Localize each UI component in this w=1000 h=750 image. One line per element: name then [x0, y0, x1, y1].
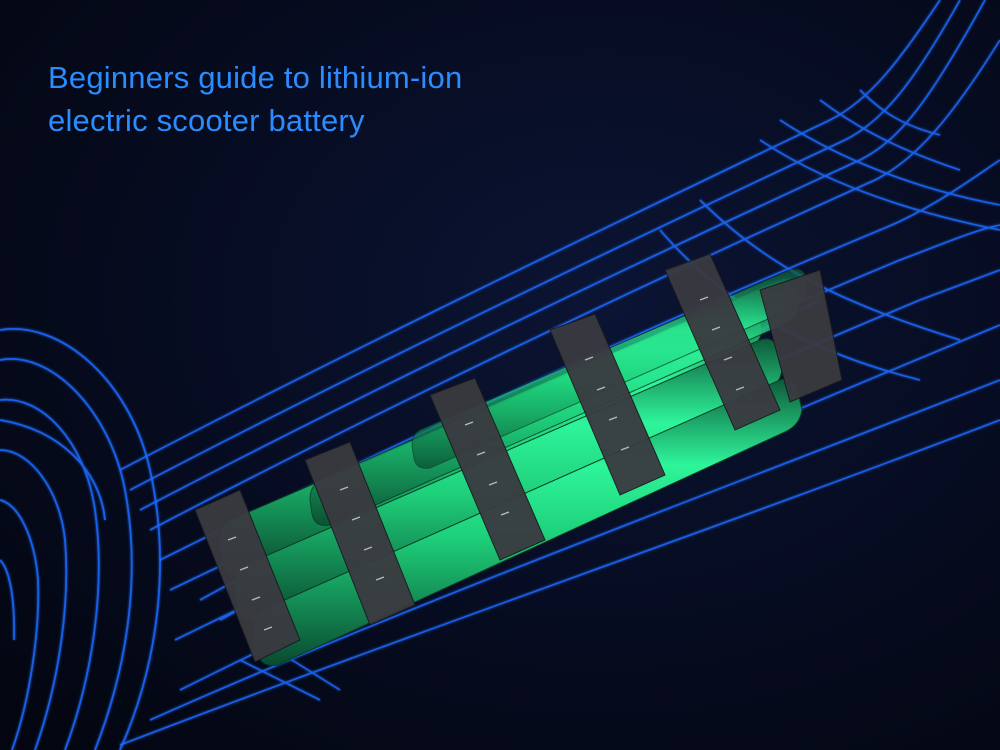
cell-holders — [194, 253, 843, 663]
headline-line-1: Beginners guide to lithium-ion — [48, 60, 463, 95]
wheel-wireframe — [0, 328, 161, 750]
holder-slots — [227, 296, 745, 631]
headline: Beginners guide to lithium-ion electric … — [48, 56, 462, 142]
headline-line-2: electric scooter battery — [48, 103, 365, 138]
